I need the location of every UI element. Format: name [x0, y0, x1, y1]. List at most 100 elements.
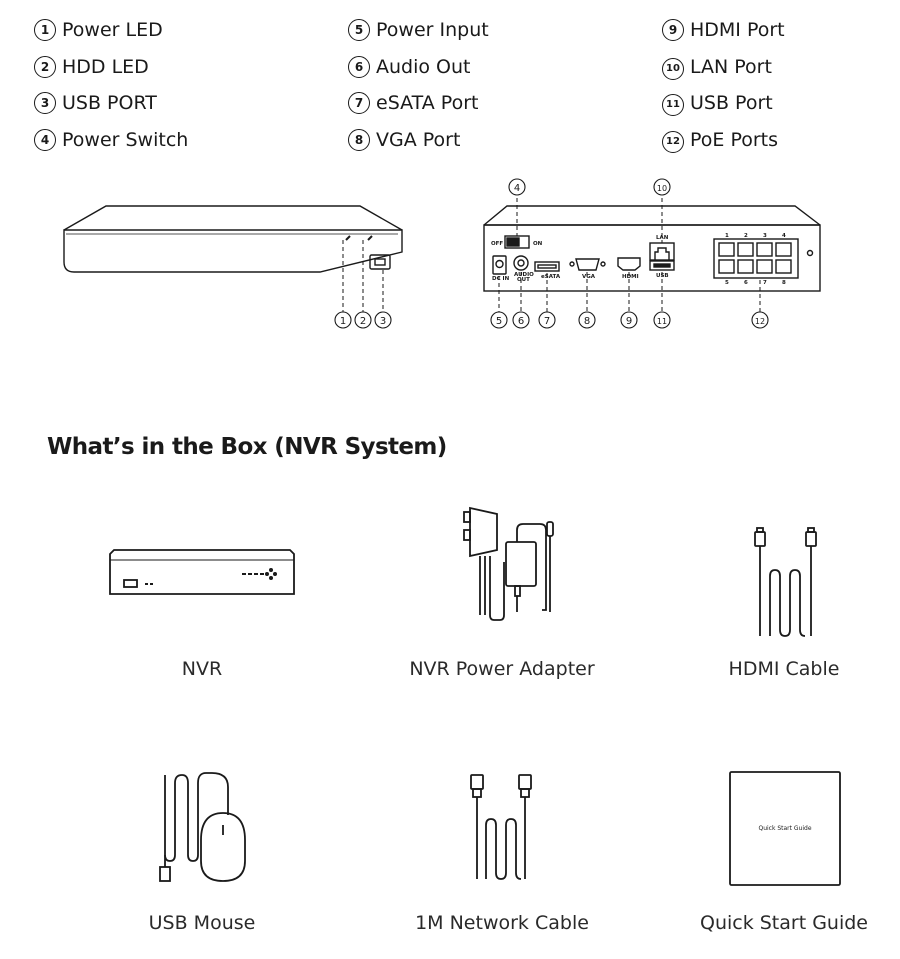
- callout-11: 11: [657, 317, 667, 326]
- callout-7: 7: [544, 316, 550, 327]
- poe-num: 3: [763, 233, 767, 239]
- legend-label: Power LED: [62, 19, 163, 41]
- legend-item: 2 HDD LED: [34, 53, 334, 90]
- legend-item: 6 Audio Out: [348, 53, 648, 90]
- power-led: [345, 235, 351, 241]
- box-item-network-cable: 1M Network Cable: [372, 755, 632, 945]
- network-cable-icon: [470, 774, 532, 880]
- legend-number: 5: [348, 19, 370, 41]
- box-item-quick-start-guide: Quick Start Guide Quick Start Guide: [654, 755, 900, 945]
- audio-out-label: OUT: [517, 277, 530, 283]
- legend-column-2: 5 Power Input 6 Audio Out 7 eSATA Port 8 VGA…: [348, 16, 648, 162]
- poe-num: 8: [782, 280, 786, 286]
- legend-label: USB Port: [690, 92, 773, 114]
- legend-item: 12 PoE Ports: [662, 126, 900, 163]
- item-label: USB Mouse: [148, 912, 256, 934]
- rear-usb-port: [649, 260, 675, 271]
- hdmi-port: [617, 257, 641, 271]
- vga-label: VGA: [582, 274, 596, 280]
- legend-number: 8: [348, 128, 370, 151]
- lan-label: LAN: [656, 235, 669, 241]
- switch-on-label: ON: [533, 241, 543, 247]
- legend-item: 5 Power Input: [348, 16, 648, 53]
- legend-number: 6: [348, 55, 370, 78]
- box-item-nvr: NVR: [72, 500, 332, 690]
- power-adapter-icon: [463, 506, 554, 621]
- legend-number: 4: [34, 128, 56, 151]
- legend-label: Audio Out: [376, 55, 471, 78]
- legend-item: 7 eSATA Port: [348, 89, 648, 126]
- box-item-power-adapter: NVR Power Adapter: [372, 500, 632, 690]
- legend-label: Power Input: [376, 19, 489, 41]
- rear-panel-labels: OFF ON DC IN AUDIO OUT eSATA VGA HDMI LA…: [491, 233, 786, 286]
- box-contents-title: What’s in the Box (NVR System): [47, 434, 447, 460]
- audio-out-port: [513, 255, 529, 271]
- legend-number: 1: [34, 19, 56, 41]
- legend-number: 11: [662, 94, 684, 116]
- esata-port: [534, 261, 560, 272]
- item-label: HDMI Cable: [728, 658, 840, 680]
- legend-item: 8 VGA Port: [348, 126, 648, 163]
- poe-ports-block: [713, 238, 799, 279]
- legend-number: 2: [34, 55, 56, 78]
- callout-2: 2: [360, 316, 366, 327]
- legend-number: 7: [348, 92, 370, 114]
- callout-3: 3: [380, 316, 386, 327]
- legend-label: USB PORT: [62, 92, 157, 114]
- callout-circles: [334, 178, 769, 329]
- poe-num: 6: [744, 280, 748, 286]
- vga-port: [575, 258, 600, 271]
- callout-12: 12: [755, 317, 765, 326]
- legend-label: HDD LED: [62, 55, 149, 78]
- legend-label: Power Switch: [62, 128, 189, 151]
- callout-6: 6: [518, 316, 524, 327]
- callout-numbers: 1 2 3 4 10 5 6 7 8 9 11 12: [340, 183, 765, 327]
- callout-4: 4: [514, 183, 520, 194]
- legend-item: 1 Power LED: [34, 16, 334, 53]
- poe-num: 7: [763, 280, 767, 286]
- legend-number: 10: [662, 57, 684, 80]
- usb-label: USB: [656, 273, 669, 279]
- dc-in-label: DC IN: [492, 276, 510, 282]
- lan-port: [649, 242, 675, 261]
- nvr-port-diagram: OFF ON DC IN AUDIO OUT eSATA VGA HDMI LA…: [63, 178, 821, 329]
- legend-item: 9 HDMI Port: [662, 16, 900, 53]
- box-item-usb-mouse: USB Mouse: [72, 755, 332, 945]
- poe-num: 1: [725, 233, 729, 239]
- legend-item: 4 Power Switch: [34, 126, 334, 163]
- nvr-front-view: [63, 205, 403, 312]
- callout-5: 5: [496, 316, 502, 327]
- quick-start-guide-icon: Quick Start Guide: [729, 771, 841, 886]
- nvr-icon: [109, 549, 295, 595]
- legend-number: 9: [662, 19, 684, 41]
- hdmi-label: HDMI: [622, 274, 639, 280]
- callout-9: 9: [626, 316, 632, 327]
- callout-1: 1: [340, 316, 346, 327]
- nvr-rear-view: [483, 198, 821, 312]
- legend-number: 12: [662, 130, 684, 153]
- legend-label: VGA Port: [376, 128, 461, 151]
- poe-port-grid: [718, 242, 792, 274]
- box-item-hdmi-cable: HDMI Cable: [654, 500, 900, 690]
- poe-num: 5: [725, 280, 729, 286]
- poe-num: 2: [744, 233, 748, 239]
- item-label: Quick Start Guide: [699, 912, 868, 934]
- legend-label: HDMI Port: [690, 19, 785, 41]
- dc-in-port: [492, 255, 507, 275]
- item-label: NVR Power Adapter: [409, 658, 595, 680]
- legend-item: 11 USB Port: [662, 89, 900, 126]
- audio-label: AUDIO: [514, 272, 534, 278]
- callout-8: 8: [584, 316, 590, 327]
- hdd-led: [367, 235, 373, 241]
- legend-label: PoE Ports: [690, 128, 779, 151]
- poe-num: 4: [782, 233, 786, 239]
- item-label: 1M Network Cable: [415, 912, 589, 934]
- legend-label: eSATA Port: [376, 92, 479, 114]
- esata-label: eSATA: [541, 274, 561, 280]
- front-usb-port: [369, 254, 391, 270]
